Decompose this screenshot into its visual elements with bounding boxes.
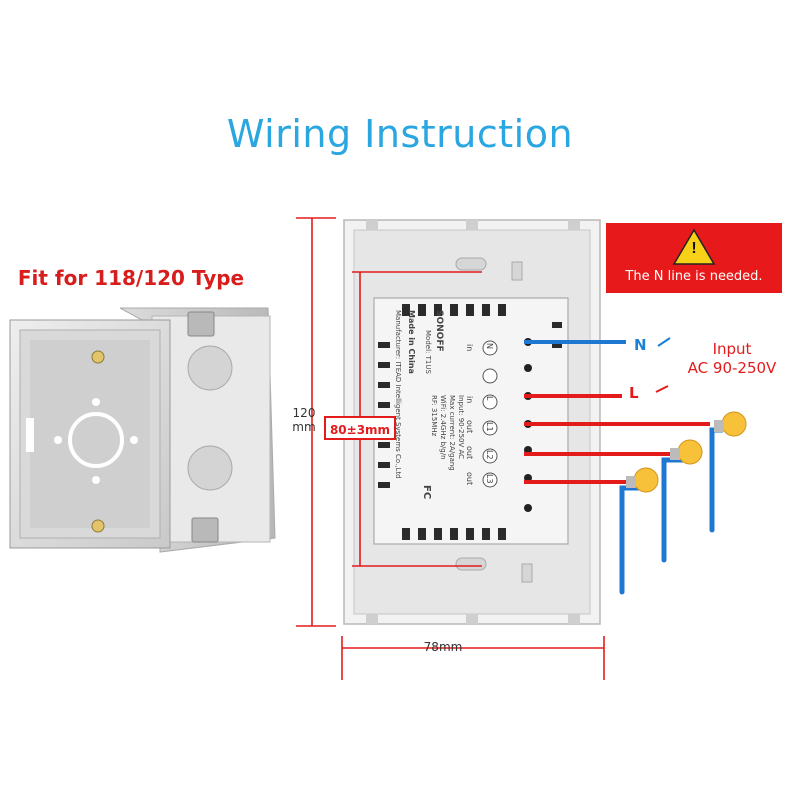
l-line-tag: L xyxy=(629,384,639,402)
dimension-120-value: 120 xyxy=(292,406,316,420)
back-box-illustration xyxy=(9,307,276,553)
dimension-120-unit: mm xyxy=(292,420,316,434)
input-title: Input xyxy=(712,340,752,358)
n-arrow-icon xyxy=(657,337,671,347)
bulb-icon xyxy=(714,411,747,437)
l3-return-wire xyxy=(619,485,643,595)
fit-label: Fit for 118/120 Type xyxy=(17,266,245,290)
n-line-tag: N xyxy=(634,336,647,354)
dimension-80-label: 80±3mm xyxy=(324,416,396,440)
input-voltage: AC 90-250V xyxy=(687,359,777,377)
l-arrow-icon xyxy=(655,385,669,393)
input-label: Input AC 90-250V xyxy=(672,340,792,378)
l1-return-wire xyxy=(709,427,725,533)
dimension-78-line xyxy=(341,636,605,680)
bulb-icon xyxy=(670,439,703,465)
bulb-icon xyxy=(626,467,659,493)
warning-text: The N line is needed. xyxy=(625,269,763,284)
warning-icon xyxy=(672,228,716,265)
warning-symbol: ! xyxy=(691,240,697,257)
page-title: Wiring Instruction xyxy=(226,112,574,156)
dimension-120-label: 120 mm xyxy=(284,406,324,434)
l2-return-wire xyxy=(661,457,691,563)
dimension-120-line xyxy=(296,217,336,627)
switch-plate xyxy=(343,219,601,625)
dimension-78-label: 78mm xyxy=(423,640,463,654)
